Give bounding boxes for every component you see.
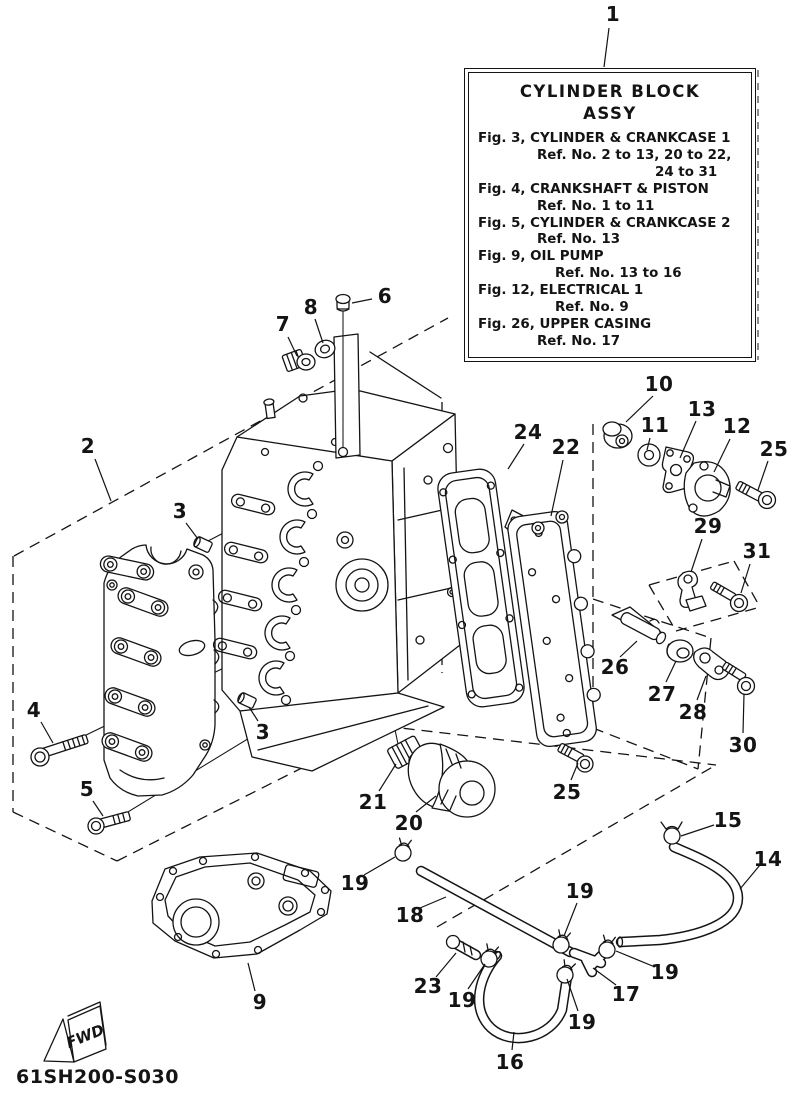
callout-31: 31	[742, 539, 772, 563]
callout-16: 16	[495, 1050, 525, 1074]
callout-leader-lines	[40, 27, 769, 1051]
callout-19-b: 19	[565, 879, 595, 903]
callout-14: 14	[753, 847, 783, 871]
part-pin-26	[611, 606, 667, 645]
part-bolt-25b	[557, 742, 594, 773]
callout-11: 11	[640, 413, 670, 437]
callout-27: 27	[647, 682, 677, 706]
assembly-info-lines: CYLINDER BLOCK ASSY Fig. 3, CYLINDER & C…	[473, 81, 747, 351]
callout-20: 20	[394, 811, 424, 835]
callout-3-b: 3	[255, 720, 271, 744]
part-dowel-pin-3b	[237, 692, 257, 709]
info-box-subtitle: ASSY	[583, 104, 637, 123]
callout-17: 17	[611, 982, 641, 1006]
part-clamp-19-a	[394, 837, 412, 862]
part-hose-14	[615, 841, 744, 948]
part-bolt-4	[30, 734, 89, 767]
part-bolt-6	[335, 293, 351, 312]
assembly-info-box: CYLINDER BLOCK ASSY Fig. 3, CYLINDER & C…	[464, 68, 756, 362]
part-clamp-19-b	[552, 929, 572, 954]
info-box-line: Ref. No. 2 to 13, 20 to 22,	[537, 147, 732, 163]
part-dowel-pin-3a	[193, 536, 213, 553]
callout-8: 8	[303, 295, 319, 319]
part-crankcase-half	[99, 544, 220, 797]
callout-21: 21	[358, 790, 388, 814]
info-box-line: Fig. 4, CRANKSHAFT & PISTON	[478, 181, 709, 197]
callout-19-a: 19	[340, 871, 370, 895]
part-plug-7	[281, 348, 316, 372]
part-oil-filter-20	[407, 742, 496, 818]
callout-19-e: 19	[567, 1010, 597, 1034]
callout-5: 5	[79, 777, 95, 801]
callout-1: 1	[605, 2, 621, 26]
part-bolt-30	[721, 661, 756, 696]
callout-19-c: 19	[650, 960, 680, 984]
callout-15: 15	[713, 808, 743, 832]
part-gasket-9	[151, 852, 332, 959]
callout-10: 10	[644, 372, 674, 396]
assembly-info-inner: CYLINDER BLOCK ASSY Fig. 3, CYLINDER & C…	[468, 72, 752, 358]
part-bolt-5	[87, 811, 131, 835]
part-anode-28	[693, 647, 730, 681]
callout-22: 22	[551, 435, 581, 459]
callout-19-d: 19	[447, 988, 477, 1012]
part-clamp-19-e	[556, 959, 577, 984]
callout-3-a: 3	[172, 499, 188, 523]
part-thermostat-cover-12	[683, 460, 731, 517]
callout-29: 29	[693, 514, 723, 538]
info-box-title: CYLINDER BLOCK	[519, 82, 701, 101]
info-box-line: Fig. 3, CYLINDER & CRANKCASE 1	[478, 131, 731, 146]
callout-9: 9	[252, 990, 268, 1014]
part-check-valve-23	[445, 934, 482, 961]
part-grommet-10	[602, 421, 633, 449]
drawing-code-label: 61SH200-S030	[16, 1066, 179, 1088]
part-exhaust-plate-22	[504, 509, 601, 748]
callout-4: 4	[26, 698, 42, 722]
info-box-line: Fig. 9, OIL PUMP	[478, 249, 604, 265]
callout-25-a: 25	[759, 437, 789, 461]
callout-23: 23	[413, 974, 443, 998]
part-cylinder-block	[212, 311, 461, 772]
callout-2: 2	[80, 434, 96, 458]
part-clip-15	[660, 821, 683, 845]
part-bushing-27	[666, 639, 694, 663]
part-washer-11	[637, 443, 661, 467]
fwd-arrow: FWD	[43, 1001, 107, 1063]
info-box-line: Fig. 26, UPPER CASING	[478, 316, 652, 332]
callout-13: 13	[687, 397, 717, 421]
part-anode-clamp-29	[677, 570, 707, 612]
info-box-line: Ref. No. 13 to 16	[555, 266, 682, 282]
part-tube-18	[415, 865, 576, 958]
info-box-line: Ref. No. 13	[537, 232, 621, 248]
info-box-line: Ref. No. 17	[537, 333, 621, 349]
callout-25-b: 25	[552, 780, 582, 804]
callout-28: 28	[678, 700, 708, 724]
callout-6: 6	[377, 284, 393, 308]
callout-26: 26	[600, 655, 630, 679]
callout-18: 18	[395, 903, 425, 927]
part-bolt-25a	[735, 480, 777, 510]
part-joint-17	[568, 947, 610, 978]
part-clamp-19-d	[480, 943, 500, 968]
info-box-line: Ref. No. 9	[555, 300, 629, 316]
info-box-line: Fig. 12, ELECTRICAL 1	[478, 283, 644, 299]
callout-12: 12	[722, 414, 752, 438]
part-bolt-31	[709, 581, 749, 613]
callout-30: 30	[728, 733, 758, 757]
part-gasket-24	[437, 468, 525, 708]
info-box-line: Fig. 5, CYLINDER & CRANKCASE 2	[478, 215, 731, 231]
part-clamp-19-c	[598, 934, 616, 959]
info-box-line: Ref. No. 1 to 11	[537, 198, 655, 214]
info-box-line: 24 to 31	[655, 164, 718, 180]
callout-24: 24	[513, 420, 543, 444]
callout-7: 7	[275, 312, 291, 336]
